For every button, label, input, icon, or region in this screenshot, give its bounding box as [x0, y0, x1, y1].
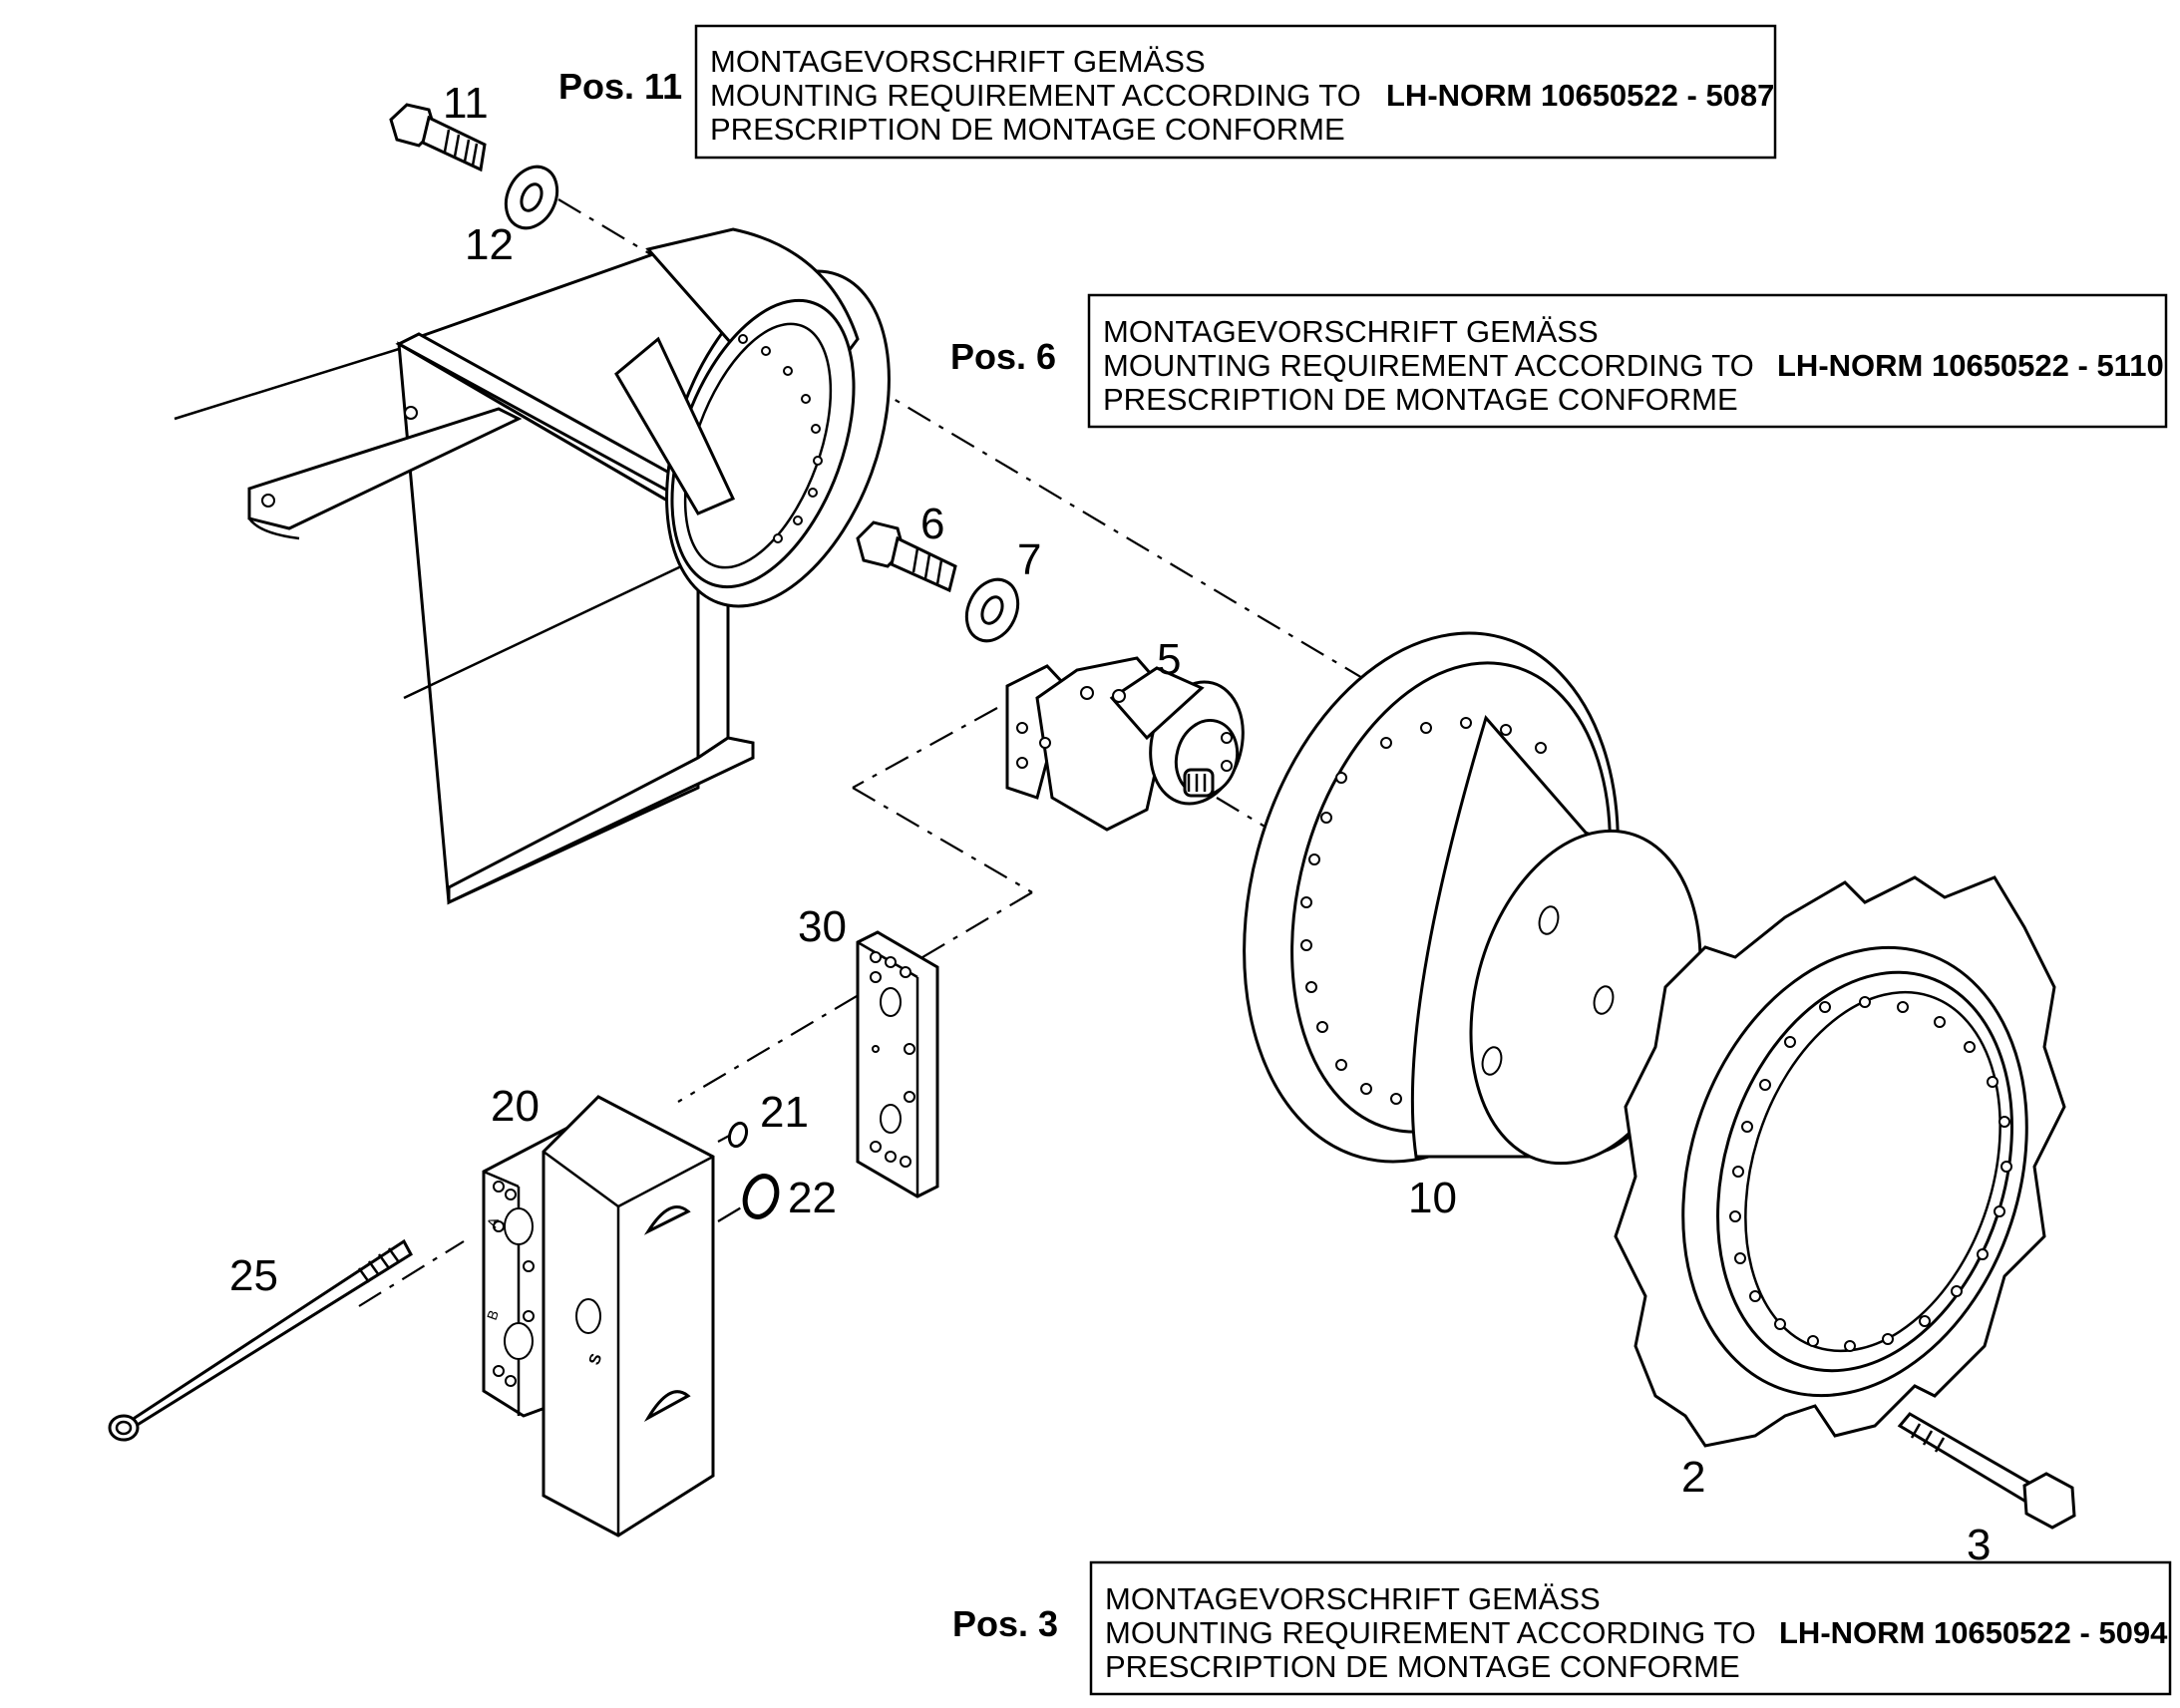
tie-bolt-25: [108, 1238, 413, 1442]
sprocket-2: [1614, 875, 2066, 1448]
note-pos-3-norm: LH-NORM 10650522 - 5094: [1779, 1615, 2168, 1650]
callout-11: 11: [443, 79, 489, 128]
note-pos-3: Pos. 3 MONTAGEVORSCHRIFT GEMÄSS MOUNTING…: [952, 1560, 2172, 1696]
note-pos-6: Pos. 6 MONTAGEVORSCHRIFT GEMÄSS MOUNTING…: [950, 293, 2168, 429]
adapter-plate-30: [856, 930, 939, 1198]
o-ring-21: [727, 1121, 749, 1149]
callout-20: 20: [491, 1082, 540, 1131]
note-pos-11-line-2: MOUNTING REQUIREMENT ACCORDING TO: [710, 78, 1361, 113]
callout-2: 2: [1681, 1453, 1705, 1502]
bolt-11: [389, 103, 487, 172]
note-pos-11-line-3: PRESCRIPTION DE MONTAGE CONFORME: [710, 112, 1345, 147]
note-pos-6-label: Pos. 6: [950, 336, 1056, 377]
note-pos-11-label: Pos. 11: [558, 66, 682, 107]
o-ring-22: [742, 1174, 780, 1219]
callout-30: 30: [798, 902, 847, 951]
note-pos-11-line-1: MONTAGEVORSCHRIFT GEMÄSS: [710, 44, 1206, 79]
note-pos-3-line-1: MONTAGEVORSCHRIFT GEMÄSS: [1105, 1581, 1601, 1616]
callout-25: 25: [229, 1251, 278, 1300]
note-pos-6-line-1: MONTAGEVORSCHRIFT GEMÄSS: [1103, 314, 1599, 349]
note-pos-11-norm: LH-NORM 10650522 - 5087: [1386, 78, 1774, 113]
callout-7: 7: [1017, 535, 1041, 584]
note-pos-6-line-2: MOUNTING REQUIREMENT ACCORDING TO: [1103, 348, 1754, 383]
callout-12: 12: [465, 220, 514, 269]
callout-10: 10: [1408, 1174, 1457, 1222]
callout-6: 6: [920, 500, 944, 548]
callout-21: 21: [760, 1088, 809, 1137]
note-pos-6-norm: LH-NORM 10650522 - 5110: [1777, 348, 2164, 383]
note-pos-11: Pos. 11 MONTAGEVORSCHRIFT GEMÄSS MOUNTIN…: [558, 24, 1777, 160]
washer-7: [964, 577, 1020, 643]
valve-block-20: A B S: [482, 1095, 715, 1537]
bolt-6: [856, 520, 957, 593]
note-pos-3-label: Pos. 3: [952, 1603, 1058, 1644]
travel-gearbox-10: [1243, 631, 1702, 1166]
bolt-3: [1897, 1412, 2076, 1530]
hydraulic-motor-5: [1005, 656, 1245, 832]
washer-12: [504, 165, 559, 230]
callout-3: 3: [1967, 1521, 1991, 1569]
callout-labels: 11 12 6 7 5 30 20 21 22 25 10 2 3: [229, 79, 1991, 1569]
note-pos-3-line-3: PRESCRIPTION DE MONTAGE CONFORME: [1105, 1649, 1740, 1684]
callout-22: 22: [788, 1174, 837, 1222]
note-pos-3-line-2: MOUNTING REQUIREMENT ACCORDING TO: [1105, 1615, 1756, 1650]
note-pos-6-line-3: PRESCRIPTION DE MONTAGE CONFORME: [1103, 382, 1738, 417]
carrier-frame: [174, 227, 891, 905]
callout-5: 5: [1157, 635, 1181, 684]
